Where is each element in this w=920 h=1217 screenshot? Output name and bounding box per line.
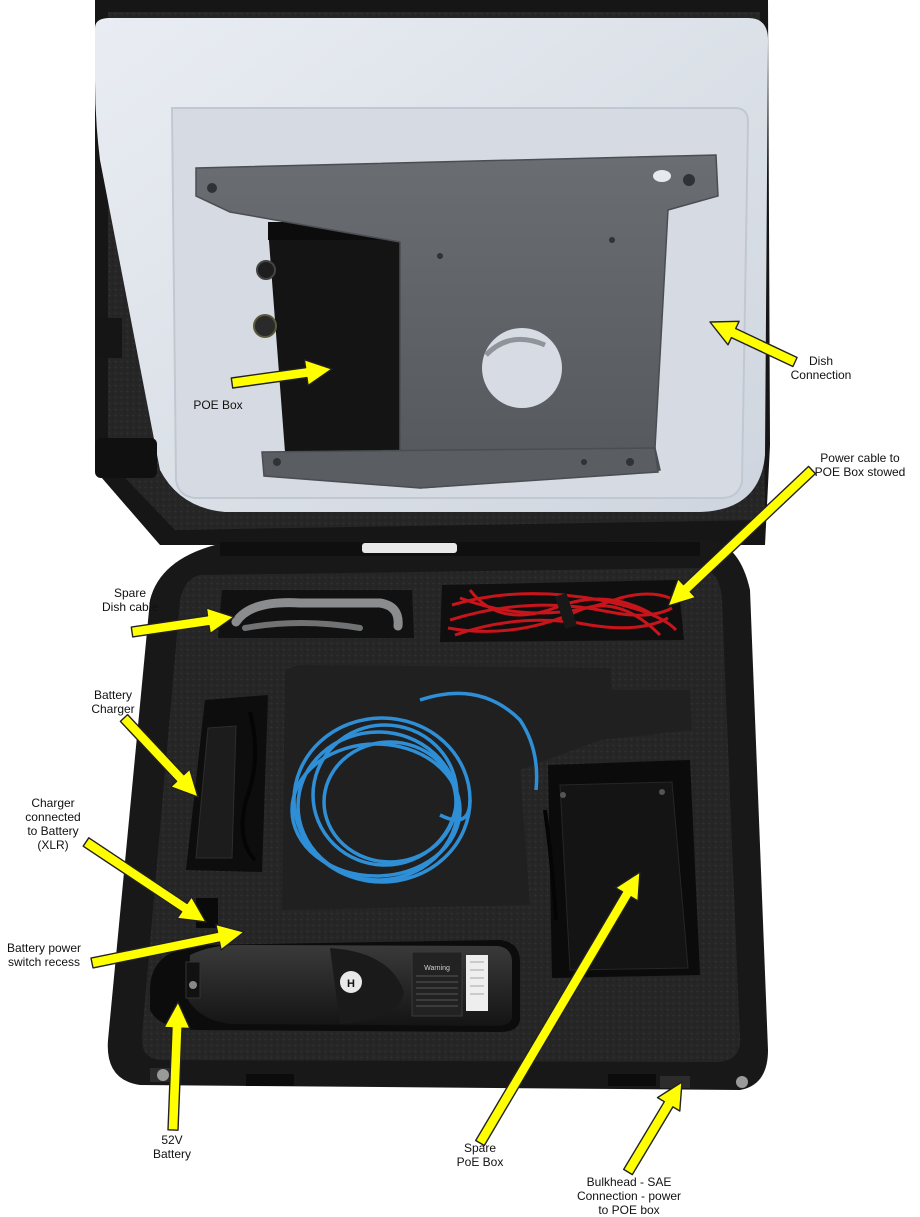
- label-spare-dish-cable: Spare Dish cable: [101, 586, 159, 614]
- arrow-bulkhead-sae: [623, 1081, 683, 1176]
- label-power-cable: Power cable to POE Box stowed: [814, 451, 906, 479]
- spare-poe-box: [543, 760, 700, 978]
- mounting-plate: [195, 154, 719, 489]
- arrow-charger-connected: [82, 837, 207, 923]
- arrow-dish-connection: [709, 320, 798, 368]
- ethernet-cable-coil: [282, 665, 692, 910]
- arrow-battery-charger: [119, 713, 199, 798]
- label-charger-connected: Charger connected to Battery (XLR): [25, 796, 81, 852]
- arrow-battery-52v: [163, 1001, 191, 1131]
- battery-52v: H Warning: [150, 940, 520, 1032]
- label-spare-poe-box: Spare PoE Box: [456, 1141, 504, 1169]
- label-bulkhead-sae: Bulkhead - SAE Connection - power to POE…: [576, 1175, 682, 1217]
- label-battery-power-switch: Battery power switch recess: [6, 941, 82, 969]
- label-battery-charger: Battery Charger: [91, 688, 135, 716]
- annotation-arrows: [82, 320, 817, 1176]
- battery-charger: [186, 695, 268, 872]
- arrow-spare-poe-box: [475, 871, 641, 1147]
- arrow-battery-power-switch: [90, 923, 245, 969]
- arrow-spare-dish-cable: [130, 607, 235, 638]
- spare-dish-cable: [218, 590, 414, 638]
- label-battery-52v: 52V Battery: [152, 1133, 191, 1161]
- label-poe-box: POE Box: [193, 398, 243, 412]
- arrow-poe-box: [230, 359, 333, 389]
- arrow-power-cable: [667, 465, 817, 607]
- battery-warning-label: Warning: [424, 965, 450, 972]
- power-cable-bundle: [440, 580, 684, 642]
- battery-brand-mark: H: [347, 978, 355, 990]
- label-dish-connection: Dish Connection: [790, 354, 852, 382]
